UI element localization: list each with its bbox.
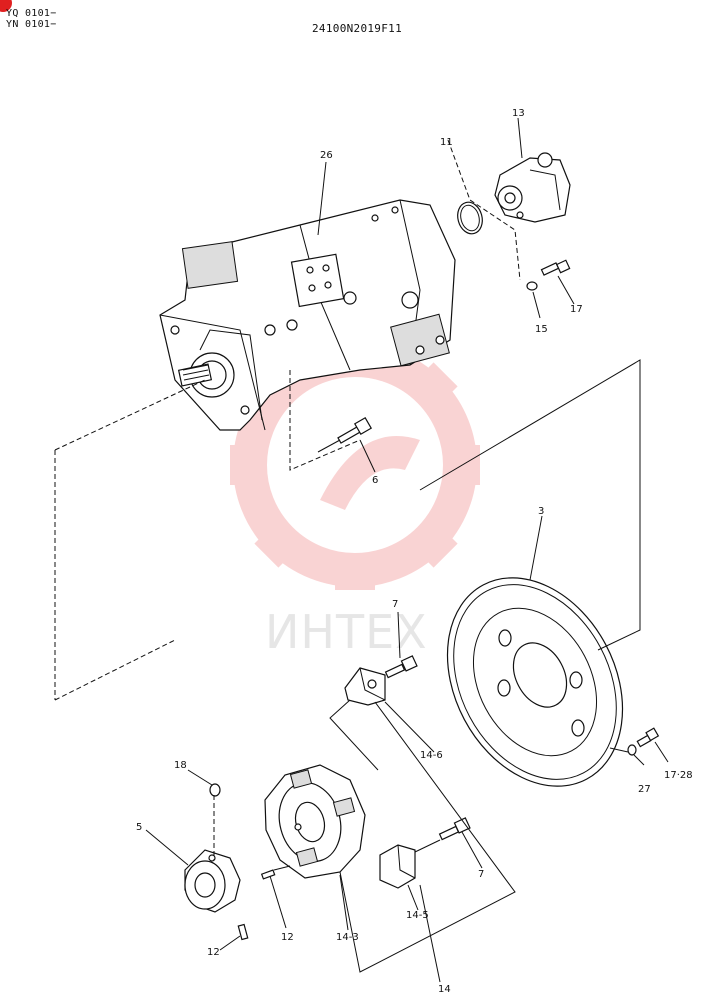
callout-14-3: 14-3: [336, 932, 359, 943]
alignment-line-pump-left: [54, 379, 206, 451]
callout-5: 5: [136, 822, 142, 833]
main-pump-assembly: [159, 199, 456, 431]
leader-lines: [145, 117, 669, 983]
pin-12-upper: [260, 869, 276, 880]
callout-13: 13: [512, 108, 525, 119]
bolt-7-lower: [438, 817, 471, 841]
washer-27: [627, 744, 637, 756]
alignment-line-flange-bolt: [609, 747, 629, 753]
callout-14-5: 14-5: [406, 910, 429, 921]
leader-cap-screw: [317, 439, 341, 453]
callout-14: 14: [438, 984, 451, 995]
watermark-text: ИНТЕХ: [265, 605, 428, 659]
callout-18: 18: [174, 760, 187, 771]
callout-15: 15: [535, 324, 548, 335]
callout-14-6: 14-6: [420, 750, 443, 761]
corner-badge: [0, 0, 12, 12]
nut-18: [209, 783, 221, 797]
callout-27: 27: [638, 784, 651, 795]
alignment-line-pump-center: [289, 370, 361, 471]
alignment-line-pin: [273, 865, 291, 871]
hub-5: [184, 849, 241, 913]
callout-17: 17: [570, 304, 583, 315]
callout-17-28: 17·28: [664, 770, 693, 781]
callout-26: 26: [320, 150, 333, 161]
pin-12-lower: [237, 923, 249, 941]
alignment-line-insert-bolt: [414, 839, 441, 853]
coupling-insert-14-6: [344, 667, 386, 706]
gear-pump: [494, 152, 571, 223]
flywheel-flange: [446, 577, 624, 787]
callout-7-lower: 7: [478, 869, 484, 880]
coupling-body-14-3: [264, 764, 366, 879]
header-code-1: YQ 0101−: [6, 8, 57, 19]
coupling-link-upper: [329, 699, 379, 771]
callout-11: 11: [440, 137, 453, 148]
cap-screw-6: [337, 416, 373, 444]
bolt-7-upper: [384, 655, 418, 679]
callout-12-lower: 12: [207, 947, 220, 958]
coupling-insert-14-5: [379, 844, 416, 889]
bolt-17-28: [636, 727, 660, 748]
header-code-2: YN 0101−: [6, 19, 57, 30]
washer-15: [526, 281, 538, 291]
callout-6: 6: [372, 475, 378, 486]
alignment-line-flange-top: [419, 359, 641, 651]
o-ring-inner: [460, 204, 480, 232]
callout-3: 3: [538, 506, 544, 517]
callout-7-upper: 7: [392, 599, 398, 610]
callout-12-upper: 12: [281, 932, 294, 943]
alignment-line-left-bottom: [54, 639, 176, 701]
drawing-number: 24100N2019F11: [312, 22, 402, 35]
bolt-17: [540, 259, 571, 276]
alignment-line-gear-pump: [447, 139, 521, 281]
coupling-link-lower: [339, 701, 516, 973]
